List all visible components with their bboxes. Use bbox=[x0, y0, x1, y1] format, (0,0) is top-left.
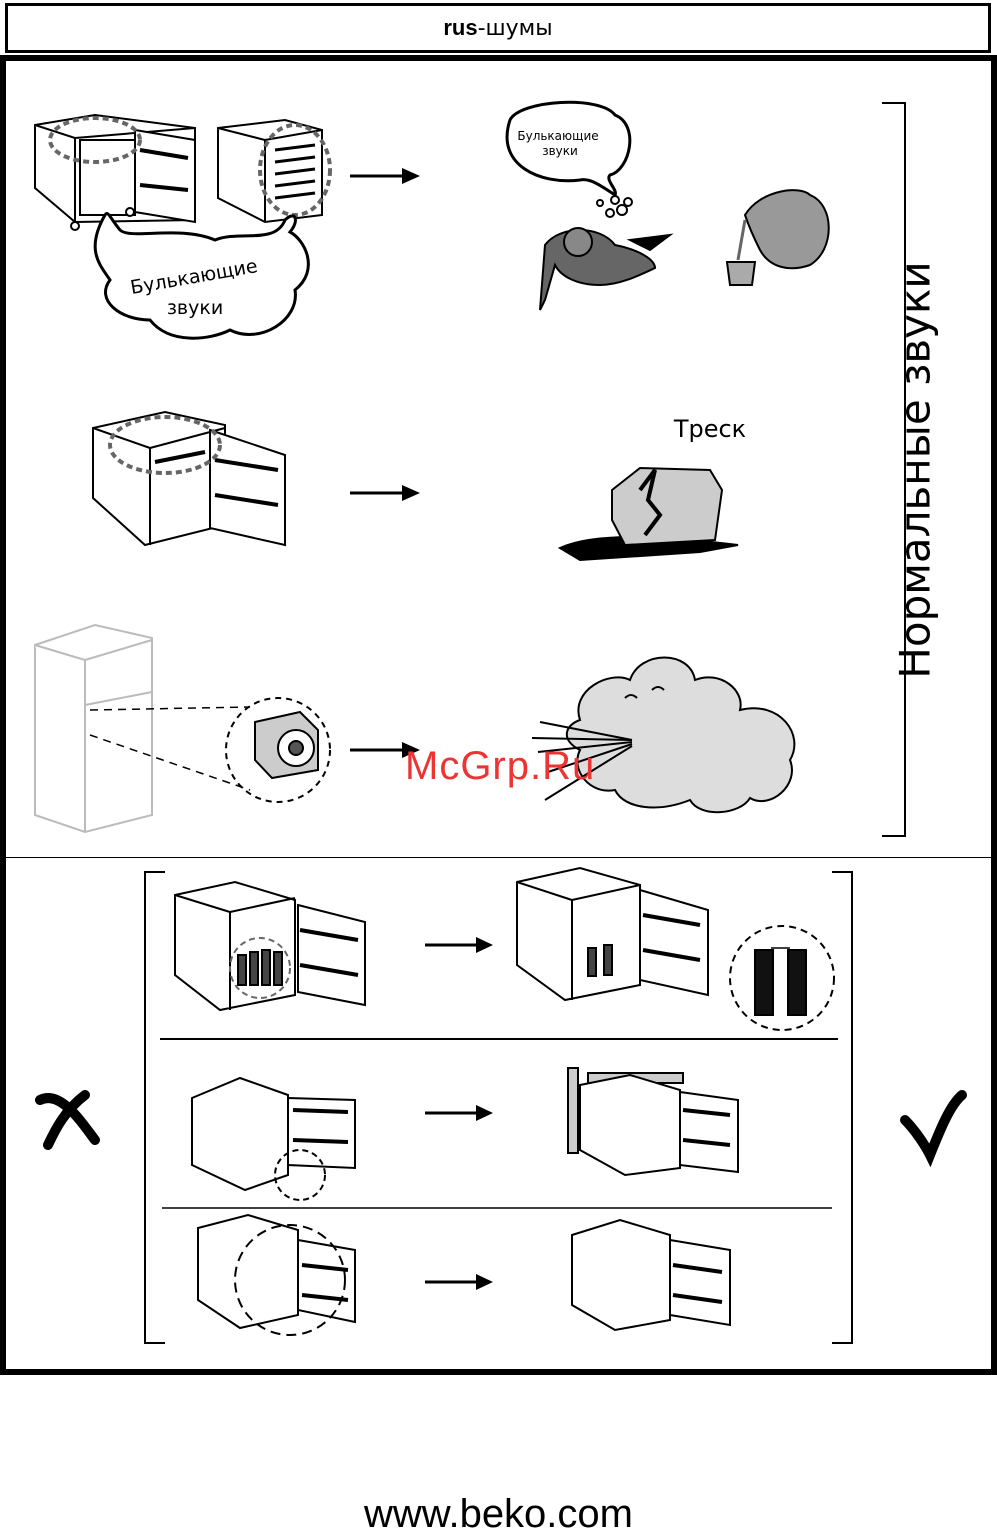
bubble-small-line2: звуки bbox=[542, 144, 578, 158]
arrow-head-icon bbox=[402, 168, 420, 184]
fridge-door-right bbox=[572, 1220, 730, 1330]
section-label-text: Нормальные звуки bbox=[891, 261, 940, 678]
cross-icon bbox=[40, 1095, 95, 1145]
left-bracket bbox=[145, 872, 165, 1343]
fridge-door-wrong bbox=[198, 1215, 355, 1335]
check-icon bbox=[905, 1095, 962, 1155]
section-vertical-label: Нормальные звуки bbox=[880, 100, 950, 840]
fridge-open-illustration-2 bbox=[93, 412, 285, 545]
bubble-large-line2: звуки bbox=[167, 297, 223, 319]
fridge-bottles-wrong bbox=[175, 882, 365, 1010]
crack-label: Треск bbox=[673, 415, 746, 443]
pitcher-cup-icon bbox=[727, 190, 829, 285]
speech-bubble-small: Булькающие звуки bbox=[507, 102, 630, 195]
tall-fridge-illustration bbox=[35, 625, 152, 832]
arrow-icon-c bbox=[476, 1274, 493, 1290]
fan-icon bbox=[255, 712, 318, 778]
arrow-head-icon-2 bbox=[402, 485, 420, 501]
speech-bubble-large: Булькающие звуки bbox=[95, 213, 308, 338]
fridge-open-illustration bbox=[35, 115, 195, 230]
footer-url[interactable]: www.beko.com bbox=[0, 1492, 997, 1537]
diver-icon bbox=[540, 196, 670, 310]
fridge-tilted-wrong bbox=[192, 1078, 355, 1200]
arrow-icon-b bbox=[476, 1105, 493, 1121]
fridge-bottles-right bbox=[517, 868, 834, 1030]
fridge-level-right bbox=[568, 1068, 738, 1175]
watermark: McGrp.Ru bbox=[405, 744, 595, 789]
right-bracket bbox=[832, 872, 852, 1343]
bubble-small-line1: Булькающие bbox=[517, 129, 598, 143]
fridge-back-illustration bbox=[218, 120, 330, 222]
ice-cube-icon bbox=[560, 468, 738, 560]
arrow-icon-a bbox=[476, 937, 493, 953]
